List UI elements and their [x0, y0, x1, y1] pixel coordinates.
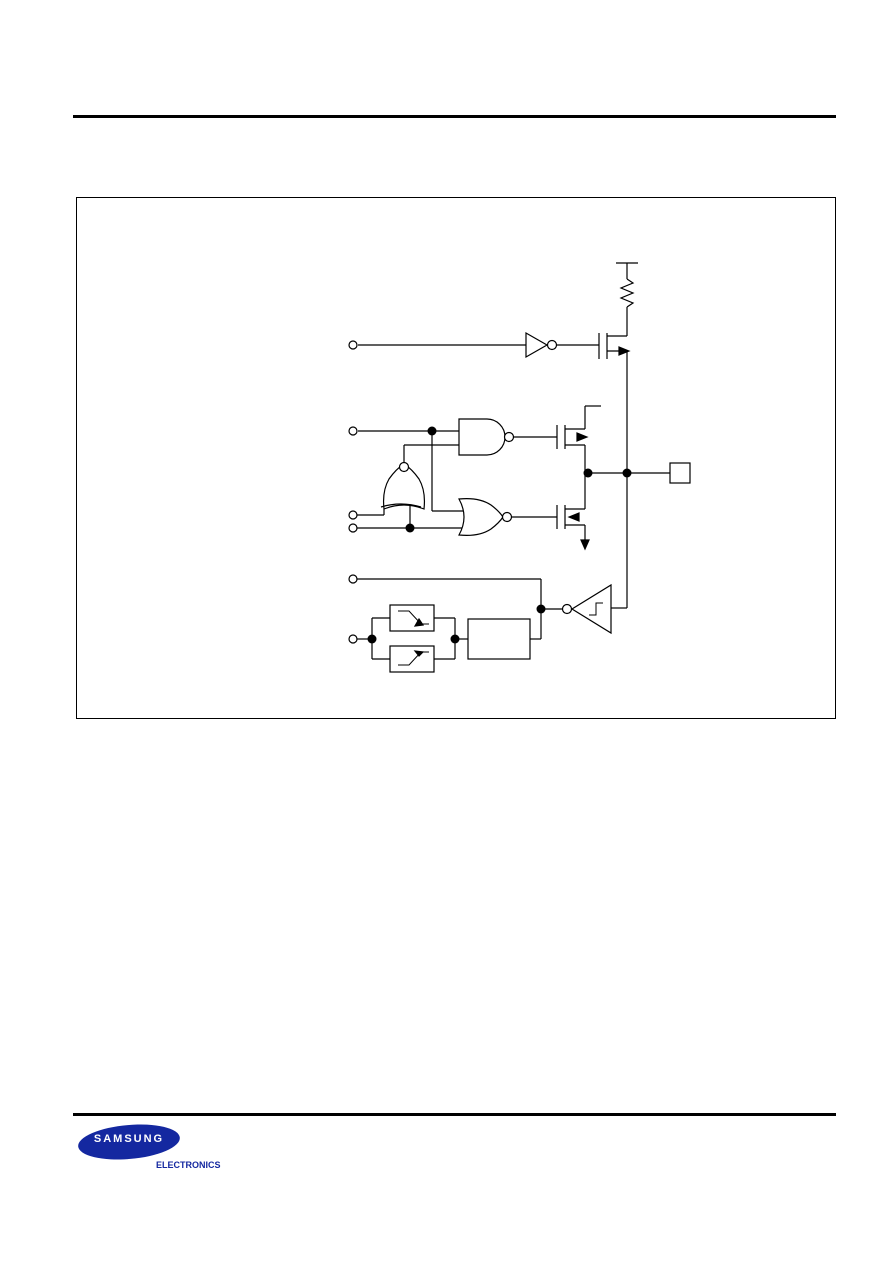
rising-edge-detector — [389, 645, 435, 673]
header-rule — [73, 115, 836, 118]
junction-dots — [367, 426, 632, 644]
logo-subtitle: ELECTRONICS — [156, 1160, 221, 1170]
logo-wordmark: SAMSUNG — [93, 1133, 165, 1145]
p-channel-mosfet-pullup — [598, 331, 631, 608]
nor-gate — [458, 498, 557, 536]
p-channel-mosfet — [556, 405, 601, 503]
nor-gate-input — [380, 444, 459, 510]
footer-rule — [73, 1113, 836, 1116]
io-pad — [669, 462, 691, 484]
pull-up-resistor — [616, 262, 638, 331]
input-terminals — [348, 340, 358, 644]
inverter — [525, 331, 599, 359]
schmitt-trigger-buffer — [541, 583, 612, 635]
samsung-logo: SAMSUNG — [76, 1120, 182, 1164]
logic-block — [467, 618, 531, 660]
falling-edge-detector — [389, 604, 435, 632]
figure-frame — [76, 197, 836, 719]
circuit-schematic — [348, 262, 691, 673]
nand-gate — [458, 418, 557, 456]
n-channel-mosfet — [556, 503, 590, 551]
